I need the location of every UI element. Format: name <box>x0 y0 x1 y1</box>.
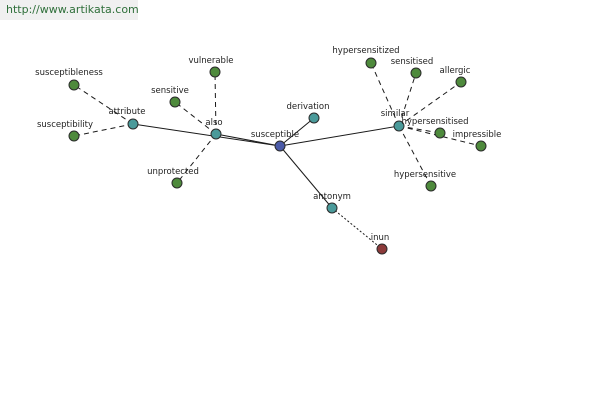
node-dot-impressible[interactable] <box>475 140 487 152</box>
edge-susceptible-to-derivation <box>279 117 315 147</box>
node-label-susceptibleness[interactable]: susceptibleness <box>35 68 103 78</box>
node-label-susceptible[interactable]: susceptible <box>251 130 299 140</box>
node-dot-susceptibleness[interactable] <box>68 79 80 91</box>
node-dot-hypersensitized[interactable] <box>365 57 377 69</box>
node-layer: susceptible attribute also derivation simila… <box>35 46 502 255</box>
node-dot-antonym[interactable] <box>326 202 338 214</box>
node-dot-attribute[interactable] <box>127 118 139 130</box>
node-dot-derivation[interactable] <box>308 112 320 124</box>
edge-susceptible-to-attribute <box>132 123 281 147</box>
edge-layer <box>73 62 482 250</box>
source-url-text[interactable]: http://www.artikata.com <box>6 3 139 16</box>
node-label-antonym[interactable]: antonym <box>313 192 351 202</box>
node-allergic[interactable]: allergic <box>440 66 471 88</box>
edge-also-to-vulnerable <box>214 71 217 135</box>
node-label-also[interactable]: also <box>205 118 222 128</box>
edge-susceptible-to-antonym <box>279 145 333 209</box>
edge-also-to-unprotected <box>176 133 217 184</box>
edge-susceptible-to-similar <box>279 125 400 147</box>
node-susceptible[interactable]: susceptible <box>251 130 299 152</box>
node-susceptibleness[interactable]: susceptibleness <box>35 68 103 91</box>
node-similar[interactable]: similar <box>381 109 410 132</box>
node-label-sensitive[interactable]: sensitive <box>151 86 189 96</box>
node-label-similar[interactable]: similar <box>381 109 410 119</box>
edge-similar-to-hypersensitised <box>398 125 441 134</box>
node-label-hypersensitive[interactable]: hypersensitive <box>394 170 456 180</box>
node-antonym[interactable]: antonym <box>313 192 351 214</box>
node-susceptibility[interactable]: susceptibility <box>37 120 93 142</box>
node-hypersensitised[interactable]: hypersensitised <box>401 117 469 139</box>
node-impressible[interactable]: impressible <box>453 130 502 152</box>
node-label-inun[interactable]: in­un <box>371 233 390 243</box>
node-attribute[interactable]: attribute <box>108 107 146 130</box>
node-label-unprotected[interactable]: unprotected <box>147 167 199 177</box>
source-url-banner[interactable]: http://www.artikata.com <box>0 0 139 20</box>
node-label-derivation[interactable]: derivation <box>286 102 329 112</box>
edge-similar-to-hypersensitized <box>370 62 400 127</box>
node-sensitive[interactable]: sensitive <box>151 86 189 108</box>
node-unprotected[interactable]: unprotected <box>147 167 199 189</box>
node-label-hypersensitized[interactable]: hypersensitized <box>332 46 399 56</box>
edge-antonym-to-inun <box>331 207 383 250</box>
node-inun[interactable]: in­un <box>371 233 390 255</box>
edge-similar-to-hypersensitive <box>398 125 432 187</box>
node-dot-sensitised[interactable] <box>410 67 422 79</box>
node-dot-similar[interactable] <box>393 120 405 132</box>
edge-similar-to-sensitised <box>398 72 417 127</box>
node-dot-susceptible[interactable] <box>274 140 286 152</box>
node-dot-inun[interactable] <box>376 243 388 255</box>
node-also[interactable]: also <box>205 118 223 140</box>
edge-attribute-to-susceptibleness <box>73 84 134 125</box>
node-dot-unprotected[interactable] <box>171 177 183 189</box>
node-dot-hypersensitive[interactable] <box>425 180 437 192</box>
node-label-hypersensitised[interactable]: hypersensitised <box>401 117 468 127</box>
edge-similar-to-allergic <box>398 81 462 127</box>
node-hypersensitized[interactable]: hypersensitized <box>332 46 400 69</box>
node-dot-sensitive[interactable] <box>169 96 181 108</box>
node-hypersensitive[interactable]: hypersensitive <box>394 170 456 192</box>
node-label-allergic[interactable]: allergic <box>440 66 471 76</box>
edge-attribute-to-susceptibility <box>73 123 134 137</box>
node-label-susceptibility[interactable]: susceptibility <box>37 120 93 130</box>
node-sensitised[interactable]: sensitised <box>391 57 434 79</box>
node-label-attribute[interactable]: attribute <box>108 107 145 117</box>
node-dot-hypersensitised[interactable] <box>434 127 446 139</box>
node-dot-allergic[interactable] <box>455 76 467 88</box>
node-label-vulnerable[interactable]: vulnerable <box>188 56 233 66</box>
node-dot-vulnerable[interactable] <box>209 66 221 78</box>
node-vulnerable[interactable]: vulnerable <box>188 56 234 78</box>
node-derivation[interactable]: derivation <box>286 102 330 124</box>
node-dot-also[interactable] <box>210 128 222 140</box>
node-dot-susceptibility[interactable] <box>68 130 80 142</box>
node-label-sensitised[interactable]: sensitised <box>391 57 434 67</box>
edge-susceptible-to-also <box>215 133 281 147</box>
node-label-impressible[interactable]: impressible <box>453 130 502 140</box>
